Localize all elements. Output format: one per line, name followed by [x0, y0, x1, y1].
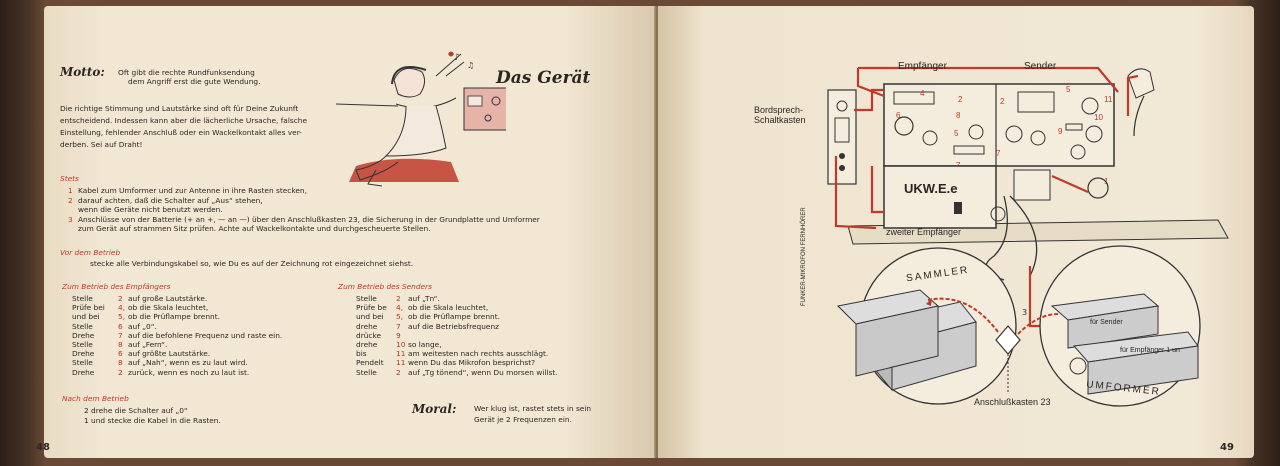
- label-sender: Sender: [1024, 61, 1057, 72]
- svg-text:1: 1: [1104, 177, 1109, 186]
- label-empfaenger: Empfänger: [898, 61, 947, 72]
- svg-text:♫: ♫: [467, 61, 474, 70]
- label-bordsprech: Bordsprech-: [754, 105, 804, 115]
- vor-dem-betrieb-title: Vor dem Betrieb: [60, 248, 121, 257]
- label-schaltkasten: Schaltkasten: [754, 115, 806, 125]
- intro-line-3: Einstellung, fehlender Anschluß oder ein…: [60, 128, 302, 137]
- nach-line-1: 2 drehe die Schalter auf „0“: [84, 406, 188, 415]
- empfaenger-title: Zum Betrieb des Empfängers: [62, 282, 171, 291]
- svg-text:2: 2: [958, 95, 963, 104]
- moral-label: Moral:: [412, 402, 457, 416]
- svg-text:9: 9: [1058, 127, 1063, 136]
- label-fuer-sender: für Sender: [1090, 319, 1123, 326]
- nach-dem-betrieb-title: Nach dem Betrieb: [62, 394, 129, 403]
- stets-title: Stets: [60, 174, 79, 183]
- book-gutter: [654, 6, 660, 458]
- intro-line-4: derben. Sei auf Draht!: [60, 140, 143, 149]
- svg-text:6: 6: [896, 111, 901, 120]
- svg-text:5: 5: [954, 129, 959, 138]
- stets-item: wenn die Geräte nicht benutzt werden.: [78, 205, 223, 214]
- page-heading: Das Gerät: [496, 68, 591, 88]
- motto-label: Motto:: [60, 65, 105, 79]
- intro-line-2: entscheidend. Indessen kann aber die läc…: [60, 116, 308, 125]
- cartoon-illustration: ♪ ♫: [336, 51, 506, 187]
- page-number-left: 48: [36, 442, 50, 453]
- svg-text:5: 5: [1066, 85, 1071, 94]
- sender-title: Zum Betrieb des Senders: [338, 282, 432, 291]
- moral-line-1: Wer klug ist, rastet stets in sein: [474, 404, 592, 413]
- stets-item: zum Gerät auf strammen Sitz prüfen. Acht…: [78, 224, 431, 233]
- svg-text:2: 2: [1000, 97, 1005, 106]
- label-three: 3: [1022, 308, 1028, 317]
- label-fuer-empfaenger: für Empfänger 1 un: [1120, 347, 1180, 354]
- svg-text:8: 8: [956, 111, 961, 120]
- label-anschlusskasten: Anschlußkasten 23: [974, 397, 1051, 407]
- label-funker-mikrofon: FUNKER-MIKROFON FERNHÖRER: [801, 207, 807, 306]
- label-zweiter-empfaenger: zweiter Empfänger: [886, 227, 962, 237]
- label-ukw: UKW.E.e: [904, 181, 958, 196]
- moral-line-2: Gerät je 2 Frequenzen ein.: [474, 415, 572, 424]
- intro-line-1: Die richtige Stimmung und Lautstärke sin…: [60, 104, 299, 113]
- motto-line-2: dem Angriff erst die gute Wendung.: [128, 77, 261, 86]
- svg-text:7: 7: [996, 149, 1001, 158]
- svg-text:♪: ♪: [454, 53, 460, 63]
- svg-text:10: 10: [1094, 113, 1103, 122]
- vor-dem-betrieb-text: stecke alle Verbindungskabel so, wie Du …: [90, 259, 414, 268]
- page-number-right: 49: [1220, 442, 1234, 453]
- left-page: Motto: Oft gibt die rechte Rundfunksendu…: [36, 6, 656, 458]
- svg-text:4: 4: [920, 89, 925, 98]
- nach-line-2: 1 und stecke die Kabel in die Rasten.: [84, 416, 221, 425]
- svg-text:11: 11: [1104, 95, 1113, 104]
- motto-line-1: Oft gibt die rechte Rundfunksendung: [118, 68, 255, 77]
